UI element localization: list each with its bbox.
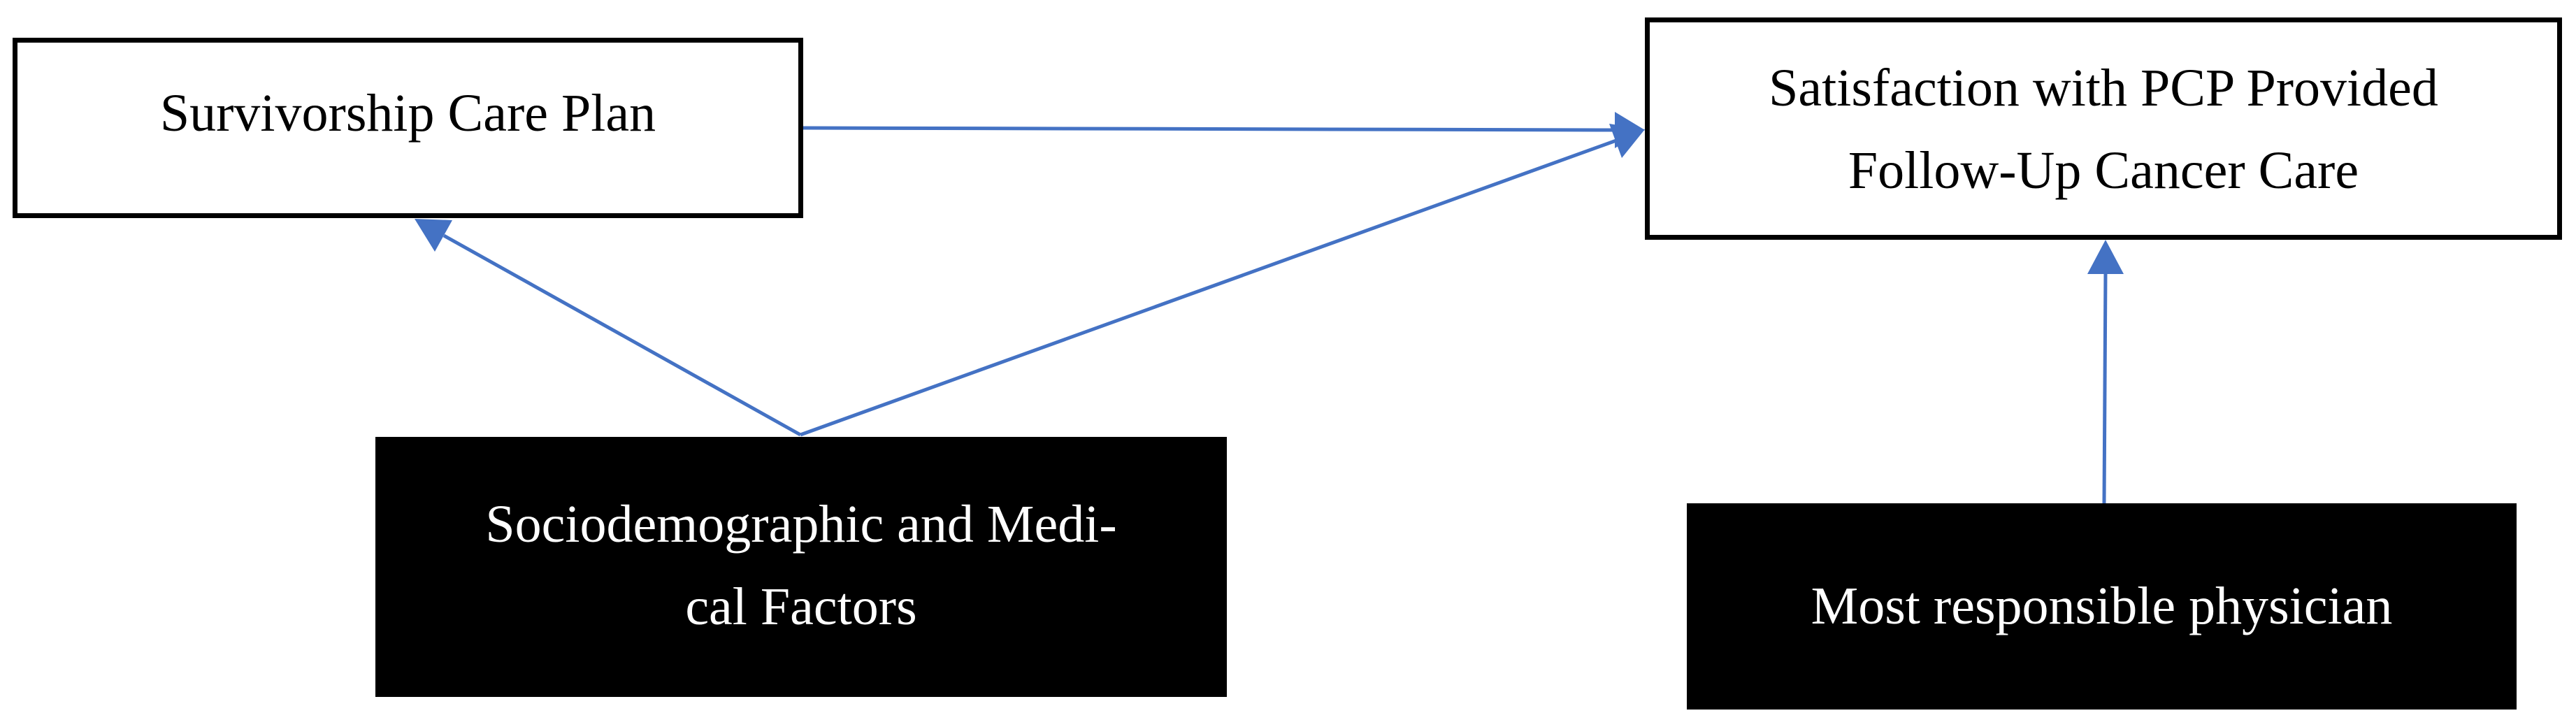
node-label: Satisfaction with PCP Provided Follow-Up… xyxy=(1769,59,2438,200)
node-satisfaction-pcp-care: Satisfaction with PCP Provided Follow-Up… xyxy=(1645,17,2562,240)
node-label: Survivorship Care Plan xyxy=(159,84,656,143)
node-label: Most responsible physician xyxy=(1811,576,2393,635)
node-label: Sociodemographic and Medi- cal Factors xyxy=(485,495,1117,636)
arrow-mrp-to-satisfaction xyxy=(2102,270,2108,504)
arrowhead-mrp-to-satisfaction xyxy=(2087,240,2124,274)
arrowhead-sociodemographic-to-scp xyxy=(415,219,452,252)
node-most-responsible-physician: Most responsible physician xyxy=(1687,503,2517,710)
arrow-sociodemographic-to-satisfaction xyxy=(800,138,1617,437)
node-survivorship-care-plan: Survivorship Care Plan xyxy=(13,38,803,218)
node-sociodemographic-medical-factors: Sociodemographic and Medi- cal Factors xyxy=(375,437,1227,697)
arrow-sociodemographic-to-scp xyxy=(442,233,802,437)
arrow-scp-to-satisfaction xyxy=(803,126,1616,132)
arrowhead-scp-to-satisfaction xyxy=(1615,112,1645,148)
arrowhead-sociodemographic-to-satisfaction xyxy=(1609,124,1645,158)
